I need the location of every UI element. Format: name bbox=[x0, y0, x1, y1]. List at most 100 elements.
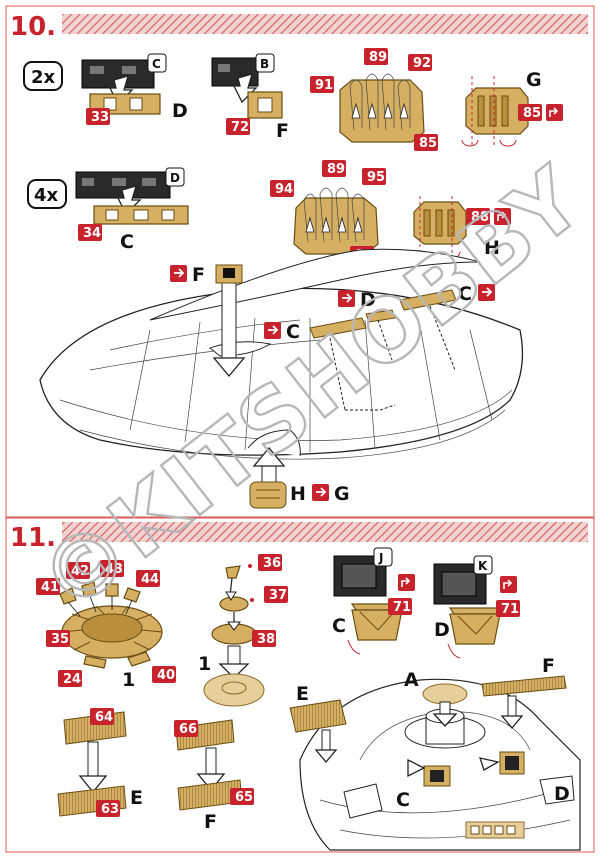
part-tag-33 bbox=[86, 108, 110, 125]
bend-icon-glyph bbox=[497, 211, 507, 221]
leader-dot bbox=[250, 598, 254, 602]
part-tag-65 bbox=[230, 788, 254, 805]
assembly-arrow-shaft bbox=[87, 741, 99, 779]
part-tag-66 bbox=[174, 720, 198, 737]
insert-arrow-shaft bbox=[221, 279, 237, 361]
part-tag-35 bbox=[46, 630, 70, 647]
assembled-part-1-ring bbox=[221, 681, 247, 695]
step-11-header-bar bbox=[62, 522, 588, 542]
part-tag-64 bbox=[90, 708, 114, 725]
pe-part-41 bbox=[59, 587, 77, 605]
pe-opening bbox=[161, 209, 175, 221]
decal-j-placement bbox=[430, 770, 444, 782]
pe-opening bbox=[257, 97, 273, 113]
decal-k-placement bbox=[505, 756, 519, 770]
part-number-41: 41 bbox=[41, 580, 59, 595]
pe-part-d-placed bbox=[309, 317, 367, 339]
part-tag-42 bbox=[66, 562, 90, 579]
part-number-72: 72 bbox=[231, 120, 249, 135]
sub-assembly-1-a: 1 bbox=[122, 669, 135, 691]
pe-opening bbox=[129, 97, 143, 111]
part-tag-71-b bbox=[496, 600, 520, 617]
decal-letter-c: C bbox=[152, 57, 161, 71]
decal-tag-k bbox=[473, 555, 493, 575]
part-number-92: 92 bbox=[413, 56, 431, 71]
step-10-number: 10. bbox=[10, 12, 56, 42]
part-tag-36 bbox=[258, 554, 282, 571]
part-number-38: 38 bbox=[257, 632, 275, 647]
assembly-letter-d: D bbox=[554, 783, 570, 805]
multiplier-4x: 4x bbox=[34, 185, 59, 206]
pe-slot bbox=[435, 209, 443, 237]
assembly-arrow-shaft bbox=[205, 747, 217, 777]
pe-opening bbox=[133, 209, 149, 221]
bend-arrow bbox=[499, 139, 517, 147]
part-number-24: 24 bbox=[63, 672, 81, 687]
insert-arrow-head bbox=[252, 446, 286, 467]
pe-part-c-placed bbox=[399, 289, 457, 311]
part-tag-37 bbox=[264, 586, 288, 603]
ref-letter-d: D bbox=[360, 289, 376, 311]
sub-assembly-d: D bbox=[172, 100, 188, 122]
pe-bent-rods-2 bbox=[303, 187, 365, 243]
part-1-placement bbox=[422, 683, 468, 705]
insert-arrow-head bbox=[212, 357, 246, 378]
bend-arrow bbox=[347, 639, 361, 655]
part-number-40: 40 bbox=[157, 668, 175, 683]
pe-part-42 bbox=[81, 581, 97, 597]
part-number-44: 44 bbox=[141, 572, 159, 587]
pe-slot bbox=[477, 95, 485, 127]
part-tag-71 bbox=[388, 598, 412, 615]
part-tag-44 bbox=[136, 570, 160, 587]
bend-icon-glyph bbox=[401, 577, 411, 587]
decal-window bbox=[122, 66, 136, 74]
pe-part-e-placement bbox=[289, 699, 347, 733]
insert-arrow-head bbox=[500, 715, 524, 730]
ref-letter-c-right: C bbox=[458, 283, 472, 305]
part-number-95: 95 bbox=[367, 170, 385, 185]
leader-lines bbox=[67, 595, 133, 617]
ref-letter-f: F bbox=[192, 264, 205, 286]
guide-line bbox=[329, 337, 396, 411]
pe-detail bbox=[457, 615, 493, 635]
part-number-94: 94 bbox=[275, 182, 293, 197]
part-tag-95 bbox=[362, 168, 386, 185]
sub-assembly-h: H bbox=[484, 237, 500, 259]
ref-icon-glyph bbox=[316, 487, 327, 497]
pe-part-85-base bbox=[339, 79, 425, 143]
multiplier-box-4x bbox=[27, 179, 67, 209]
decal-letter-b: B bbox=[260, 57, 269, 71]
part-number-64: 64 bbox=[95, 710, 113, 725]
sub-assembly-1-b: 1 bbox=[198, 653, 211, 675]
part-number-89-b: 89 bbox=[327, 162, 345, 177]
step-11-frame bbox=[5, 517, 595, 853]
sub-assembly-d-11: D bbox=[434, 619, 450, 641]
pe-part-43 bbox=[105, 583, 119, 597]
assembly-letter-a: A bbox=[404, 669, 419, 691]
decal-tag-d bbox=[165, 167, 185, 187]
part-number-36: 36 bbox=[263, 556, 281, 571]
pe-detail bbox=[359, 611, 395, 631]
pe-part-88-base bbox=[293, 197, 379, 255]
sub-assembly-c-11: C bbox=[332, 615, 346, 637]
step-10-frame bbox=[5, 5, 595, 518]
part-number-43: 43 bbox=[105, 562, 123, 577]
part-number-63: 63 bbox=[101, 802, 119, 817]
assembly-arrow-head bbox=[196, 773, 226, 792]
pe-part-24 bbox=[83, 655, 107, 669]
multiplier-box-2x bbox=[23, 61, 63, 91]
part-number-66: 66 bbox=[179, 722, 197, 737]
insert-arrow-shaft bbox=[321, 729, 331, 753]
bend-arrow bbox=[447, 643, 461, 659]
part-tag-38 bbox=[252, 630, 276, 647]
part-number-85: 85 bbox=[419, 136, 437, 151]
insert-arrow-head bbox=[479, 757, 500, 771]
saucer-hull bbox=[39, 248, 524, 460]
part-number-34: 34 bbox=[83, 226, 101, 241]
pe-bent-rods bbox=[349, 73, 411, 131]
sub-assembly-e-11: E bbox=[130, 787, 143, 809]
ref-letter-h: H bbox=[290, 483, 306, 505]
part-tag-24 bbox=[58, 670, 82, 687]
part-tag-85-b bbox=[518, 104, 542, 121]
